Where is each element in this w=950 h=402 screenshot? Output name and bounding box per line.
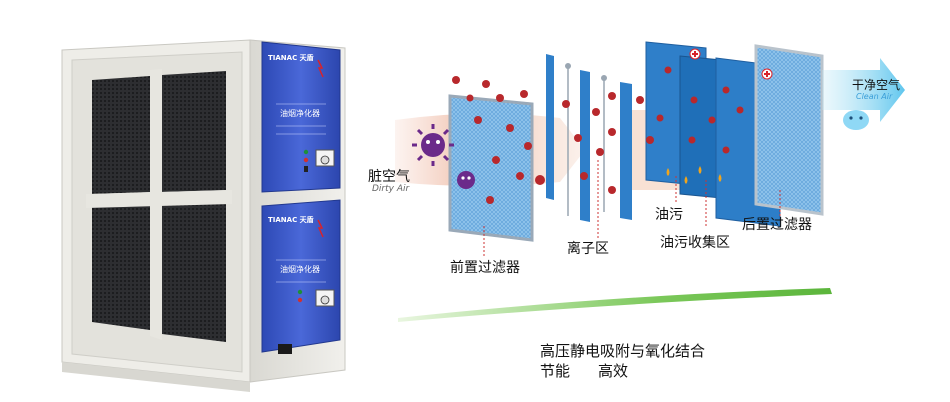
ion-zone-label: 离子区 bbox=[567, 241, 609, 257]
ion-zone-plates bbox=[546, 54, 632, 222]
clean-air-label-cn: 干净空气 bbox=[852, 78, 901, 92]
pre-filter-label: 前置过滤器 bbox=[450, 260, 520, 276]
svg-text:油烟净化器: 油烟净化器 bbox=[280, 264, 320, 274]
purifier-product-image: TIANAC 天盾 油烟净化器 TIANAC 天盾 油烟净化器 bbox=[61, 39, 346, 392]
green-accent-sweep bbox=[398, 288, 832, 322]
lower-control-panel: TIANAC 天盾 油烟净化器 bbox=[261, 199, 341, 354]
dirty-air-label-cn: 脏空气 bbox=[368, 169, 410, 185]
clean-air-label-en: Clean Air bbox=[856, 92, 893, 101]
filtration-diagram bbox=[395, 41, 905, 322]
upper-control-panel: TIANAC 天盾 油烟净化器 bbox=[261, 41, 341, 193]
pre-filter-panel bbox=[448, 94, 534, 242]
svg-text:油烟净化器: 油烟净化器 bbox=[280, 108, 320, 118]
oil-label: 油污 bbox=[655, 207, 683, 223]
clean-airflow-arrow bbox=[822, 58, 905, 122]
post-filter-label: 后置过滤器 bbox=[742, 217, 812, 233]
svg-text:TIANAC 天盾: TIANAC 天盾 bbox=[268, 215, 314, 224]
svg-text:TIANAC 天盾: TIANAC 天盾 bbox=[268, 53, 314, 62]
tagline-efficiency: 高效 bbox=[598, 362, 629, 380]
intake-grille bbox=[86, 69, 232, 342]
oil-particles bbox=[452, 66, 744, 204]
post-filter-panel bbox=[754, 44, 824, 216]
tagline-energy: 节能 bbox=[540, 362, 571, 380]
germ-icon bbox=[412, 124, 454, 166]
dirty-air-label-en: Dirty Air bbox=[372, 184, 410, 194]
germ-icon bbox=[457, 171, 475, 189]
tagline-line1: 高压静电吸附与氧化结合 bbox=[540, 342, 706, 360]
oil-drops bbox=[666, 166, 722, 184]
clean-air-droplet-icon bbox=[843, 110, 869, 130]
oil-collection-label: 油污收集区 bbox=[660, 235, 730, 251]
